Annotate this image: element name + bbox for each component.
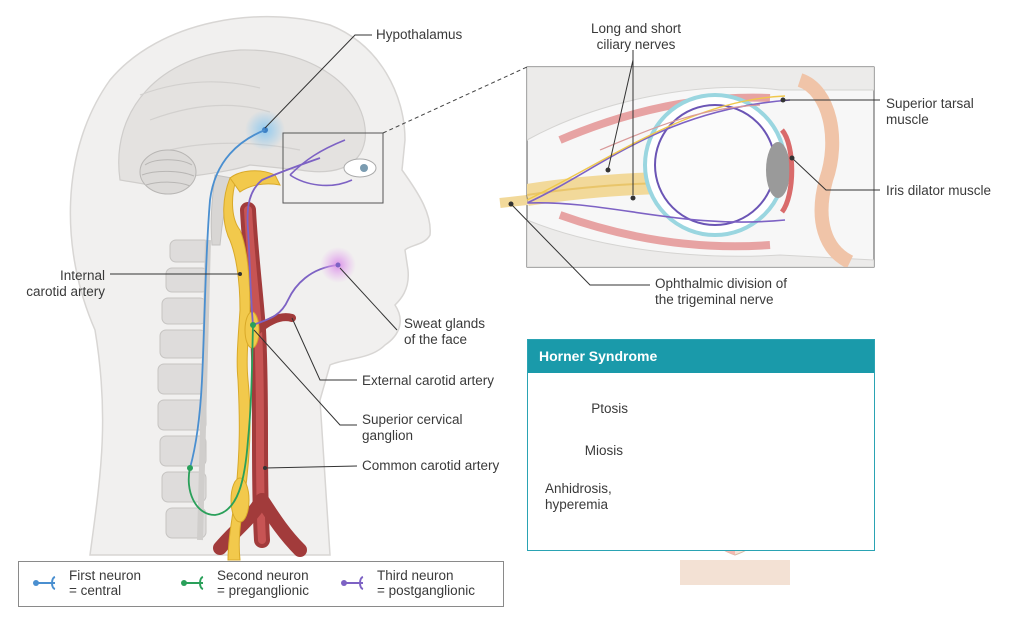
horner-syndrome-title: Horner Syndrome [528, 340, 874, 373]
head-inset-box [282, 132, 384, 204]
label-superior-cervical-line1: Superior cervical [362, 412, 463, 427]
label-superior-tarsal-line1: Superior tarsal [886, 96, 974, 111]
label-ophthalmic-line2: the trigeminal nerve [655, 292, 774, 307]
legend-first-line2: = central [69, 583, 122, 598]
label-internal-carotid: Internal carotid artery [10, 268, 105, 300]
legend-second-line1: Second neuron [217, 568, 309, 583]
legend-item-second-neuron: Second neuron = preganglionic [179, 568, 309, 598]
carotid-arteries [213, 202, 307, 557]
legend-text-first: First neuron = central [69, 568, 141, 598]
label-anhidrosis: Anhidrosis, hyperemia [545, 481, 612, 513]
label-external-carotid: External carotid artery [362, 373, 495, 388]
cerebellum [139, 149, 197, 195]
legend-first-line1: First neuron [69, 568, 142, 583]
legend-item-third-neuron: Third neuron = postganglionic [339, 568, 475, 598]
label-superior-cervical-line2: ganglion [362, 428, 414, 443]
label-ciliary-nerves-line2: ciliary nerves [596, 37, 676, 52]
third-neuron-icon [341, 576, 364, 590]
second-neuron-icon [181, 576, 204, 590]
label-internal-carotid-line2: carotid artery [26, 284, 105, 299]
label-sweat-glands: Sweat glands of the face [404, 316, 485, 348]
horner-syndrome-panel: Horner Syndrome [527, 339, 875, 551]
label-miosis: Miosis [584, 443, 623, 458]
label-internal-carotid-line1: Internal [59, 268, 105, 283]
label-iris-dilator: Iris dilator muscle [886, 183, 992, 198]
third-neuron-path [246, 157, 339, 326]
vertebrae [157, 239, 211, 539]
label-ptosis: Ptosis [591, 401, 628, 416]
first-neuron-path [189, 129, 266, 469]
sympathetic-chain [223, 170, 281, 561]
label-superior-tarsal-line2: muscle [886, 112, 929, 127]
label-common-carotid: Common carotid artery [362, 458, 500, 473]
legend: First neuron = central Second neuron = p… [18, 561, 504, 607]
legend-text-third: Third neuron = postganglionic [377, 568, 475, 598]
label-sweat-glands-line1: Sweat glands [404, 316, 486, 331]
legend-second-line2: = preganglionic [217, 583, 309, 598]
label-anhidrosis-line2: hyperemia [545, 497, 609, 512]
label-ciliary-nerves: Long and short ciliary nerves [576, 21, 696, 53]
first-neuron-icon [33, 576, 56, 590]
eye-inset [526, 66, 875, 268]
legend-item-first-neuron: First neuron = central [31, 568, 141, 598]
legend-third-line2: = postganglionic [377, 583, 475, 598]
label-superior-tarsal: Superior tarsal muscle [886, 96, 974, 128]
label-anhidrosis-line1: Anhidrosis, [545, 481, 612, 496]
leader-lines [110, 34, 880, 489]
second-neuron-path [187, 324, 254, 516]
label-ciliary-nerves-line1: Long and short [590, 21, 682, 36]
label-sweat-glands-line2: of the face [404, 332, 468, 347]
label-ophthalmic: Ophthalmic division of the trigeminal ne… [655, 276, 787, 308]
legend-third-line1: Third neuron [377, 568, 454, 583]
legend-text-second: Second neuron = preganglionic [217, 568, 309, 598]
label-ophthalmic-line1: Ophthalmic division of [655, 276, 788, 291]
label-superior-cervical: Superior cervical ganglion [362, 412, 463, 444]
label-hypothalamus: Hypothalamus [376, 27, 463, 42]
